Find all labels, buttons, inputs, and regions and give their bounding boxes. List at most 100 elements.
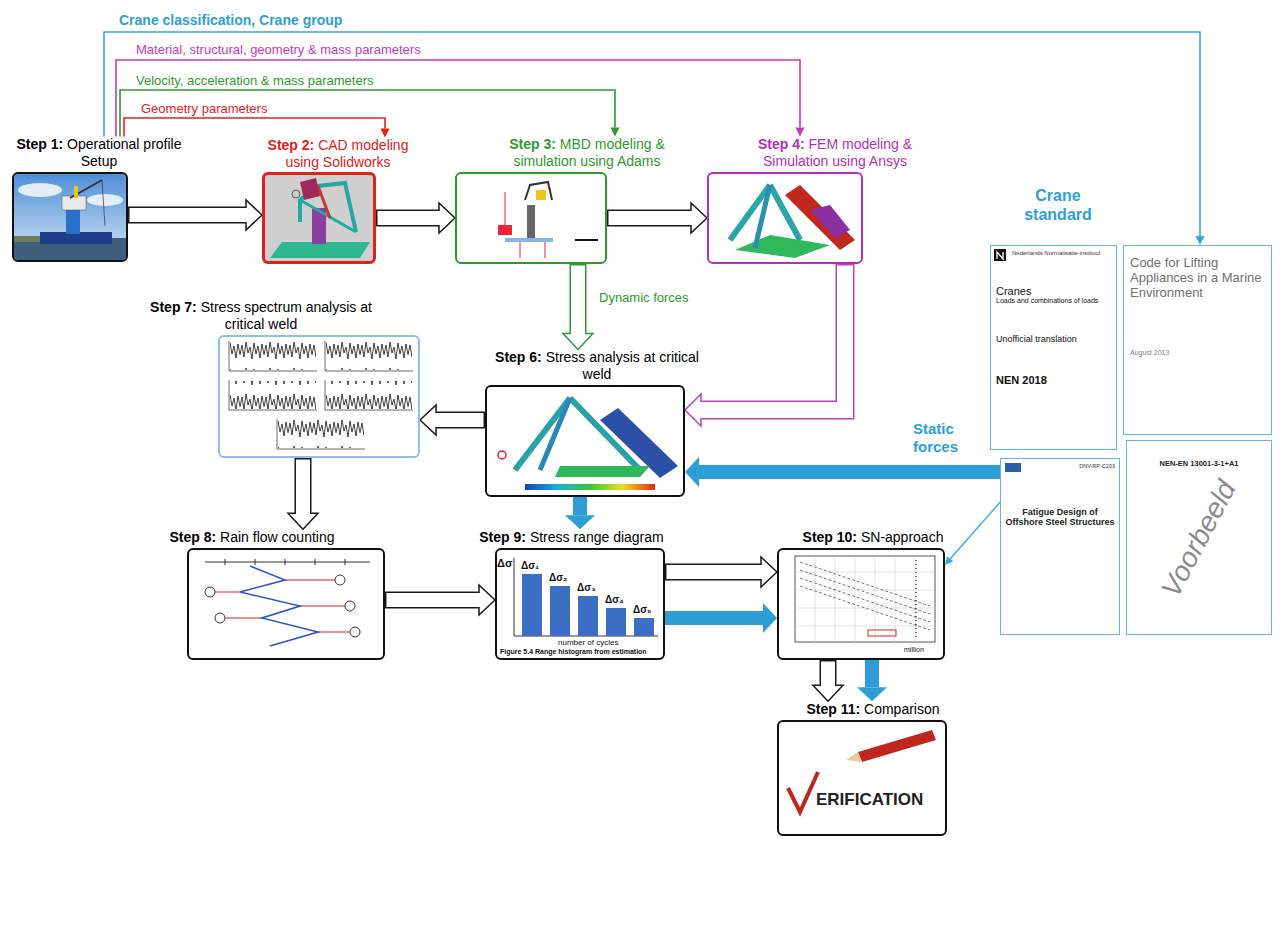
arrow-head bbox=[420, 405, 436, 435]
step-box: Step 6:Stress analysis at critical weld bbox=[485, 385, 685, 497]
axis-label: Δσ bbox=[497, 557, 512, 570]
step-title: Stress spectrum analysis at critical wel… bbox=[201, 299, 372, 332]
step-number: Step 4: bbox=[758, 136, 805, 152]
step-title: Comparison bbox=[864, 701, 939, 717]
connector-line bbox=[701, 264, 845, 410]
step-number: Step 8: bbox=[170, 529, 217, 545]
connector-arrow bbox=[857, 660, 887, 701]
step-heading: Step 7:Stress spectrum analysis at criti… bbox=[148, 299, 374, 333]
step-heading: Step 10:SN-approach bbox=[783, 529, 963, 546]
connector-line bbox=[116, 60, 800, 136]
document-text: Loads and combinations of loads bbox=[996, 297, 1111, 304]
document-text: Nederlands Normalisatie-instituut bbox=[1012, 250, 1111, 257]
document-text: Unofficial translation bbox=[996, 334, 1111, 344]
connector-arrow bbox=[685, 264, 845, 426]
connector-arrow bbox=[565, 497, 595, 529]
step-box: Step 11:Comparison bbox=[777, 720, 947, 836]
standard-document: DNV-RP-C203Fatigue Design of Offshore St… bbox=[1000, 458, 1120, 635]
verification-word: ERIFICATION bbox=[816, 790, 923, 810]
step-box: Step 1:Operational profile Setup bbox=[12, 172, 128, 262]
step-number: Step 10: bbox=[803, 529, 857, 545]
step-heading: Step 1:Operational profile Setup bbox=[8, 136, 190, 170]
group-heading: Crane standard bbox=[1008, 186, 1108, 224]
connector-label: Static forces bbox=[912, 420, 984, 456]
connector-label: Dynamic forces bbox=[598, 290, 690, 305]
step-box: Step 8:Rain flow counting bbox=[187, 548, 385, 660]
document-text: Code for Lifting Appliances in a Marine … bbox=[1130, 256, 1265, 301]
arrow-head bbox=[246, 200, 262, 230]
connector-label: Crane classification, Crane group bbox=[118, 12, 343, 28]
document-text: Fatigue Design of Offshore Steel Structu… bbox=[1005, 507, 1115, 528]
step-title: Stress range diagram bbox=[530, 529, 664, 545]
figure-caption: Figure 5.4 Range histogram from estimati… bbox=[500, 648, 647, 656]
arrow-head bbox=[685, 457, 699, 487]
step-heading: Step 6:Stress analysis at critical weld bbox=[492, 349, 702, 383]
connector-line bbox=[130, 208, 248, 222]
connector-line bbox=[435, 413, 484, 427]
step-heading: Step 8:Rain flow counting bbox=[142, 529, 362, 546]
step-box: Step 10:SN-approach bbox=[777, 548, 945, 660]
step-title: SN-approach bbox=[861, 529, 944, 545]
connector-arrow bbox=[685, 457, 1000, 487]
connector-arrow bbox=[420, 405, 485, 435]
document-text: Cranes bbox=[996, 285, 1111, 297]
fem-illustration bbox=[730, 185, 855, 258]
standard-document: NEN-EN 13001-3-1+A1Voorbeeld bbox=[1126, 440, 1272, 635]
connector-line bbox=[665, 611, 763, 625]
connector-arrow bbox=[288, 458, 318, 529]
document-text: Voorbeeld bbox=[1153, 472, 1244, 605]
document-text: NEN-EN 13001-3-1+A1 bbox=[1132, 459, 1266, 468]
step-number: Step 1: bbox=[17, 136, 64, 152]
connector-arrow bbox=[813, 660, 843, 701]
connector-line bbox=[120, 90, 615, 136]
step-number: Step 9: bbox=[479, 529, 526, 545]
connector-line bbox=[667, 565, 763, 579]
connector-line bbox=[865, 660, 879, 687]
step-number: Step 2: bbox=[268, 137, 315, 153]
arrow-head bbox=[685, 394, 701, 426]
arrow-head bbox=[763, 603, 777, 633]
bar-label: Δσ₅ bbox=[633, 604, 652, 616]
connector-line bbox=[699, 465, 1000, 479]
stress-illustration bbox=[498, 398, 678, 490]
rainflow-illustration bbox=[205, 559, 370, 646]
connector-arrow bbox=[116, 60, 805, 136]
cad-illustration bbox=[264, 174, 374, 262]
standard-document: Code for Lifting Appliances in a Marine … bbox=[1123, 245, 1272, 435]
verification-illustration bbox=[788, 730, 936, 812]
connector-line bbox=[104, 32, 1200, 236]
docs-illustration bbox=[994, 249, 1021, 472]
connector-line bbox=[609, 211, 693, 225]
connector-arrow bbox=[104, 32, 1205, 245]
step-title: Operational profile Setup bbox=[67, 136, 181, 169]
arrow-head bbox=[857, 687, 887, 701]
connector-arrow bbox=[563, 264, 593, 349]
arrow-head bbox=[1196, 236, 1205, 245]
step-title: Stress analysis at critical weld bbox=[546, 349, 699, 382]
connector-arrow bbox=[385, 585, 495, 615]
arrow-head bbox=[565, 515, 595, 529]
document-text: August 2013 bbox=[1130, 349, 1265, 356]
connector-label: Material, structural, geometry & mass pa… bbox=[135, 42, 422, 57]
standard-document: Nederlands Normalisatie-instituutCranesL… bbox=[990, 245, 1117, 450]
arrow-head bbox=[691, 203, 707, 233]
connector-label: Velocity, acceleration & mass parameters bbox=[135, 73, 374, 88]
connector-line bbox=[950, 502, 1000, 559]
connector-line bbox=[387, 593, 481, 607]
step-box: Step 2:CAD modeling using Solidworks bbox=[262, 172, 376, 264]
connector-arrow bbox=[128, 200, 262, 230]
step-number: Step 11: bbox=[806, 701, 860, 717]
step-number: Step 7: bbox=[150, 299, 197, 315]
photo-illustration bbox=[14, 174, 126, 260]
connector-line bbox=[700, 266, 846, 411]
connector-arrow bbox=[945, 502, 1000, 565]
step-number: Step 3: bbox=[509, 136, 556, 152]
arrow-head bbox=[288, 513, 318, 529]
histogram-illustration bbox=[514, 558, 658, 636]
connector-arrow bbox=[607, 203, 707, 233]
connector-line bbox=[821, 662, 835, 687]
step-heading: Step 11:Comparison bbox=[783, 701, 963, 718]
arrow-head bbox=[563, 333, 593, 349]
document-text: DNV-RP-C203 bbox=[1005, 463, 1115, 469]
